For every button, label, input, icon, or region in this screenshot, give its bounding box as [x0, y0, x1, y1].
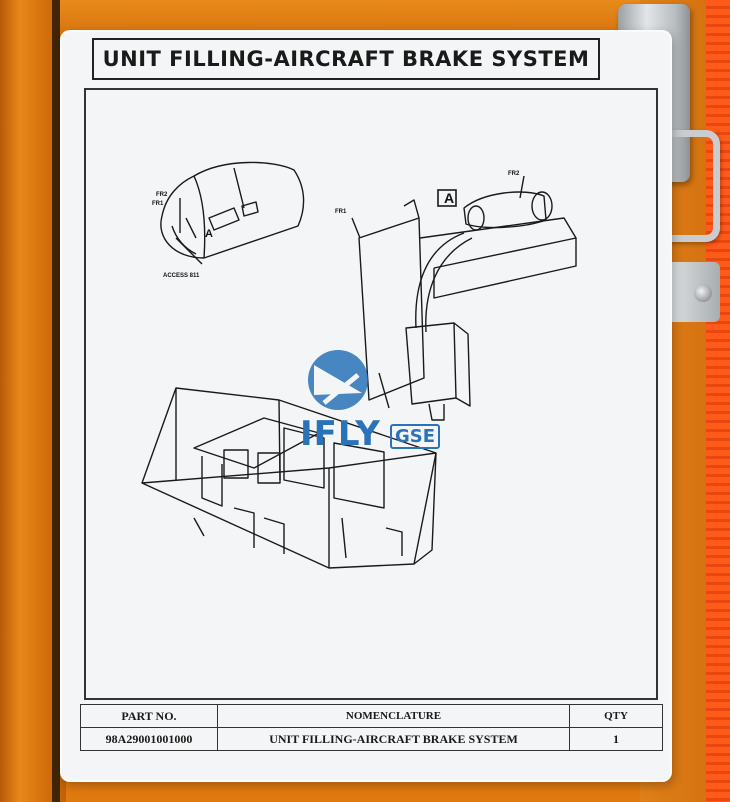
cell-part-no: 98A29001001000	[80, 727, 218, 751]
technical-drawing	[141, 161, 577, 569]
ifly-logo-icon	[308, 350, 368, 410]
orange-strap	[706, 0, 730, 802]
header-nomenclature: NOMENCLATURE	[217, 704, 570, 728]
cell-qty: 1	[569, 727, 663, 751]
cell-nomenclature: UNIT FILLING-AIRCRAFT BRAKE SYSTEM	[217, 727, 570, 751]
label-access: ACCESS 811	[163, 273, 200, 279]
header-qty: QTY	[569, 704, 663, 728]
laminated-sheet	[60, 30, 672, 782]
drawing-frame	[84, 88, 658, 700]
label-fr1-right: FR1	[335, 209, 347, 215]
label-fr2-right: FR2	[508, 171, 520, 177]
sheet-title: UNIT FILLING-AIRCRAFT BRAKE SYSTEM	[92, 38, 600, 80]
label-view-a-box: A	[444, 190, 455, 206]
watermark-suffix: GSE	[390, 424, 441, 449]
watermark-brand: IFLY	[300, 414, 381, 454]
table-header-row: PART NO. NOMENCLATURE QTY	[80, 704, 663, 728]
aircraft-nose-sketch	[160, 161, 305, 265]
header-part-no: PART NO.	[80, 704, 218, 728]
label-view-a-small: A	[205, 228, 213, 240]
filling-unit-assembly	[351, 175, 577, 421]
cabinet-unit	[141, 387, 437, 569]
rivet-icon	[694, 284, 712, 302]
parts-table: PART NO. NOMENCLATURE QTY 98A29001001000…	[80, 704, 663, 751]
label-fr2-left: FR2	[156, 192, 168, 198]
table-row: 98A29001001000 UNIT FILLING-AIRCRAFT BRA…	[80, 727, 663, 751]
label-fr1-left: FR1	[152, 201, 164, 207]
case-seam	[52, 0, 60, 802]
view-a-box	[437, 189, 457, 207]
